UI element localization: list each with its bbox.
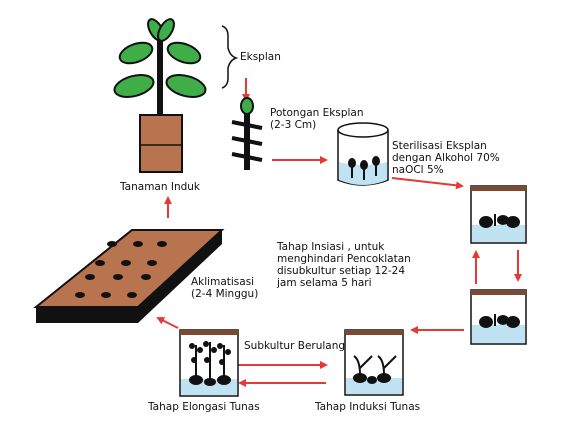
initiation-jar-1 [470,185,527,244]
sterilisation-beaker [337,122,389,186]
acclimatization-tray [33,229,225,323]
label-subkultur: Subkultur Berulang [244,340,346,352]
label-tahap-inisiasi: Tahap Insiasi , untuk menghindari Pencok… [277,241,411,289]
plant-leaves [113,18,207,98]
label-eksplan: Eksplan [240,51,281,63]
label-aklimatisasi: Aklimatisasi (2-4 Minggu) [191,276,259,300]
label-elongasi: Tahap Elongasi Tunas [148,401,260,413]
induction-jar [344,329,404,396]
mother-plant [113,18,207,173]
explant-bracket [221,25,239,89]
arrow-to-acclimatization [156,317,179,329]
label-induksi: Tahap Induksi Tunas [315,401,421,413]
label-tanaman-induk: Tanaman Induk [120,181,201,193]
initiation-jar-2 [470,289,527,345]
plant-pot [139,114,183,173]
explant-cutting [231,97,263,170]
elongation-jar [179,329,239,397]
label-sterilisasi: Sterilisasi Eksplan dengan Alkohol 70% n… [392,140,500,176]
label-potongan-eksplan: Potongan Eksplan (2-3 Cm) [270,107,364,131]
arrow-to-initiation-jar [391,177,464,190]
